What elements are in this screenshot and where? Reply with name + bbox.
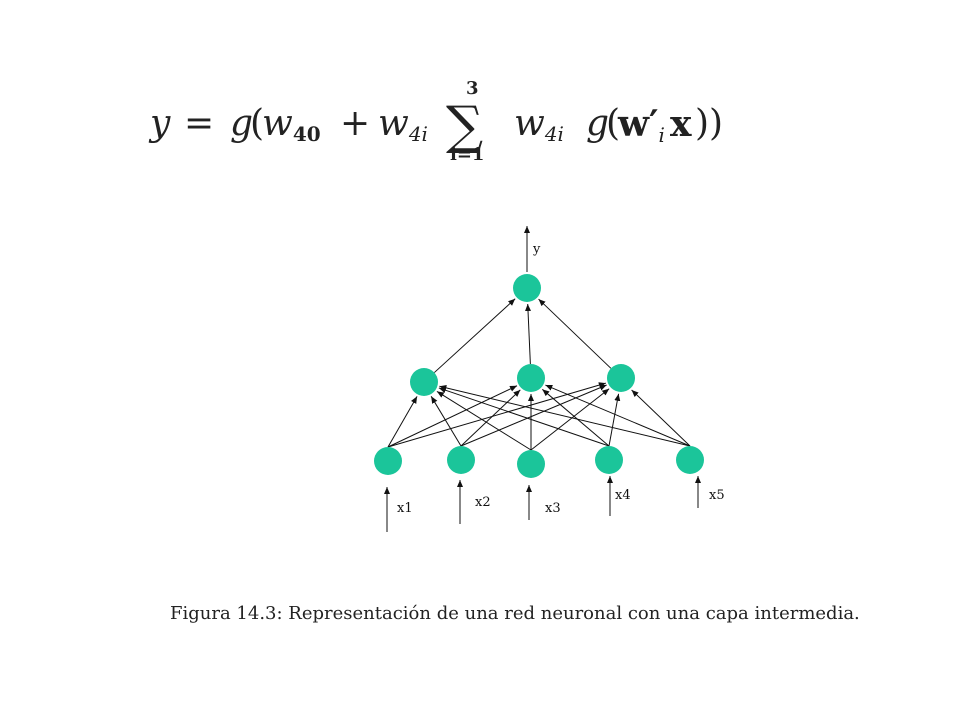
edge-input3-hidden1 [436,391,532,451]
edge-input4-hidden1 [438,387,610,447]
formula-wprime: w′i [618,106,665,145]
formula-w4i-second-base: w [514,103,545,144]
formula-x-vector: x [670,103,692,145]
formula-sum-upper: 3 [466,78,479,99]
edge-input1-hidden3 [387,382,606,448]
edge-hidden3-output [538,298,612,369]
input-node-4 [595,446,623,474]
edge-input2-hidden1 [430,396,462,447]
input-label-x4: x4 [615,488,631,503]
edge-input2-hidden2 [460,389,521,447]
formula-w40-sub: 40 [292,122,321,146]
edge-input4-hidden3 [608,393,621,447]
hidden-node-2 [517,364,545,392]
input-label-x2: x2 [475,495,491,510]
formula-w4i-second: w4i [514,103,564,146]
formula-wprime-base: w′ [618,103,659,145]
input-label-x3: x3 [545,501,561,516]
edge-input1-hidden1 [387,396,418,448]
edge-hidden1-output [434,298,516,373]
formula-w4i: w4i [378,103,428,146]
output-label: y [532,242,541,257]
network-labels: y x1 x2 x3 x4 x5 [397,242,725,516]
edge-input2-hidden3 [460,384,607,447]
formula-equals: = [184,103,215,144]
formula-wprime-sub: i [658,123,665,147]
formula-sigma: ∑ [446,96,484,156]
hidden-node-1 [410,368,438,396]
formula-open-paren-second: ( [606,103,621,144]
edge-input5-hidden1 [439,384,691,447]
formula-close-parens: )) [695,103,724,144]
input-label-x5: x5 [709,488,725,503]
edge-hidden2-output [525,303,532,365]
formula-w40: w40 [262,103,321,146]
formula-w4i-base: w [378,103,409,144]
network-nodes [374,274,704,478]
input-node-3 [517,450,545,478]
network-edges [384,226,701,532]
input-node-5 [676,446,704,474]
output-node [513,274,541,302]
input-label-x1: x1 [397,501,413,516]
input-node-1 [374,447,402,475]
edge-input5-hidden3 [631,389,691,447]
hidden-node-3 [607,364,635,392]
edge-input4-hidden2 [541,388,610,447]
formula-w4i-sub: 4i [408,122,428,146]
formula-plus: + [340,103,371,144]
formula-g: g [230,103,254,144]
formula-w40-base: w [262,103,293,144]
formula-sum-lower: i=1 [450,144,485,165]
formula-open-paren: ( [250,103,265,144]
edge-input1-hidden2 [387,385,518,448]
edge-input5-hidden2 [545,384,691,447]
formula: y = g ( w40 + w4i ∑ 3 i=1 w4i g ( w′i x … [150,78,750,170]
figure-caption: Figura 14.3: Representación de una red n… [170,603,860,624]
formula-g-second: g [586,103,610,144]
edge-input3-hidden3 [530,388,610,451]
formula-w4i-second-sub: 4i [544,122,564,146]
input-node-2 [447,446,475,474]
formula-lhs: y [150,103,171,144]
